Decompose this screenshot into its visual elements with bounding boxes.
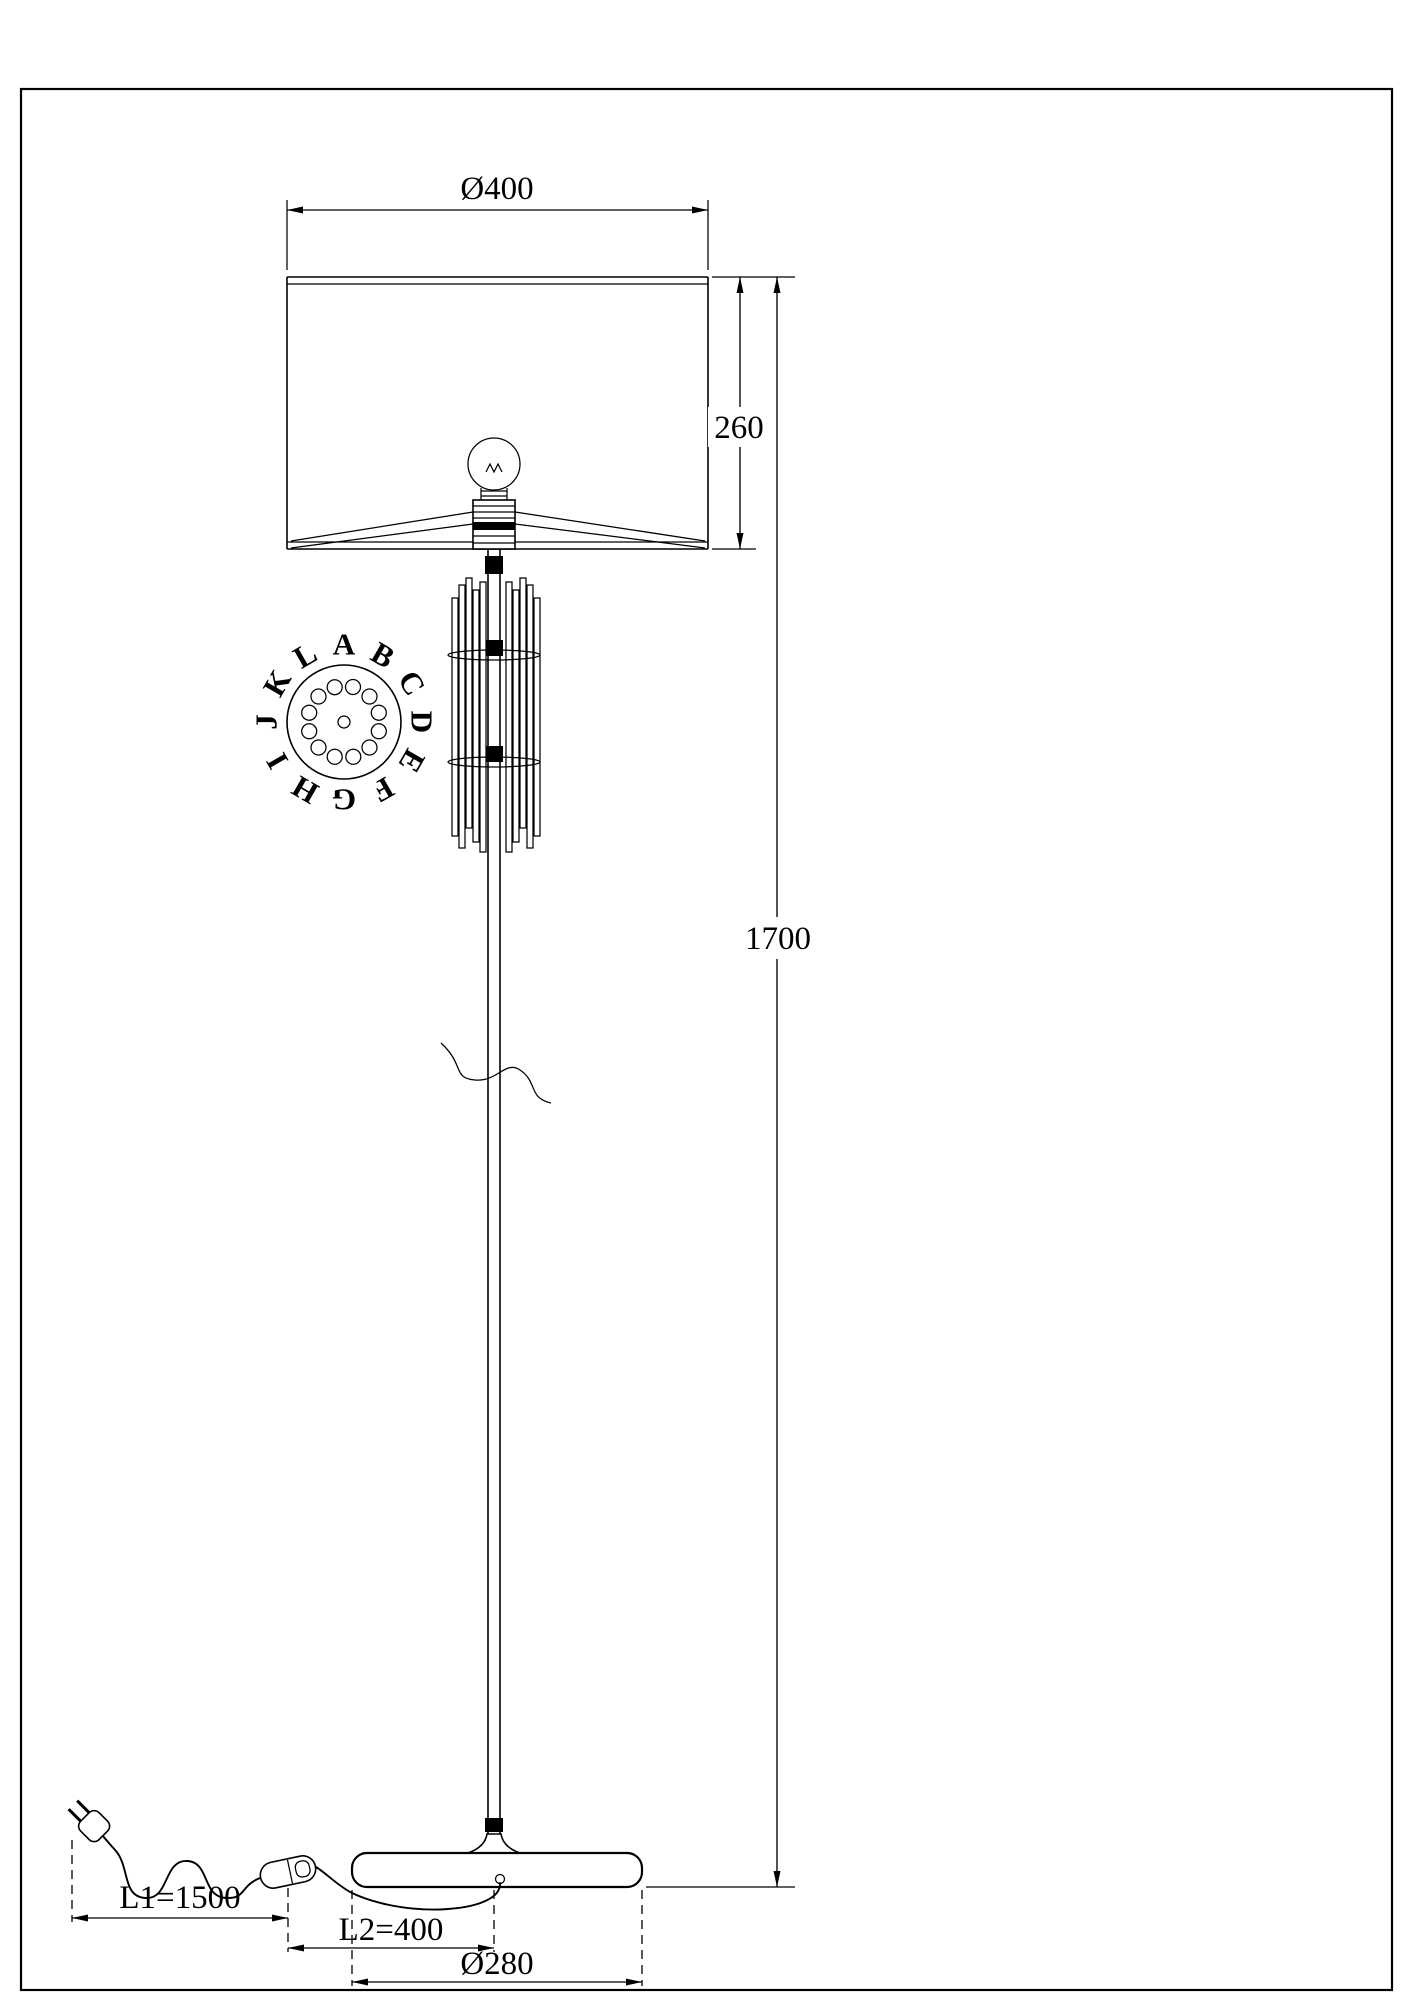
power-cord xyxy=(102,1835,261,1899)
dimension-total-height: 1700 xyxy=(646,277,820,1888)
inner-cord-squiggle xyxy=(440,1042,552,1104)
crystal-rod xyxy=(479,581,487,853)
dim-cord-length-label: L1=1500 xyxy=(119,1880,240,1916)
dim-shade-height-label: 260 xyxy=(714,410,764,446)
bulb-filament xyxy=(485,462,503,474)
power-plug xyxy=(67,1799,111,1843)
detail-letter: K xyxy=(256,664,298,702)
crystal-rod xyxy=(472,589,480,843)
dimension-shade-diameter: Ø400 xyxy=(286,171,709,270)
lamp-socket xyxy=(472,499,516,550)
detail-letter: B xyxy=(365,635,400,676)
power-cord xyxy=(315,1866,501,1911)
dim-total-height-label: 1700 xyxy=(745,921,811,957)
detail-letter: C xyxy=(391,665,433,702)
border-frame xyxy=(19,87,1394,1992)
dimension-base-diameter: Ø280 xyxy=(352,1946,642,1986)
detail-letter: A xyxy=(333,627,356,662)
base-plate xyxy=(350,1851,644,1889)
dim-switch-distance-label: L2=400 xyxy=(339,1912,444,1948)
detail-letter: H xyxy=(286,769,324,811)
crystal-rod xyxy=(465,577,473,829)
crystal-rod xyxy=(451,597,459,837)
crystal-rod xyxy=(512,589,520,843)
detail-letter: J xyxy=(249,714,284,730)
crystal-rod xyxy=(519,577,527,829)
base-flange xyxy=(467,1833,521,1854)
shade-spider xyxy=(290,511,706,549)
crystal-rod xyxy=(505,581,513,853)
lamp-base xyxy=(350,1833,644,1889)
crystal-rod xyxy=(533,597,541,837)
crystal-ornament xyxy=(447,577,541,853)
plug-prong xyxy=(76,1799,91,1814)
crystal-ring xyxy=(447,649,541,661)
plug-body xyxy=(77,1809,111,1843)
detail-letter: L xyxy=(287,635,322,676)
pole-band xyxy=(485,556,503,574)
detail-letter: E xyxy=(392,743,433,778)
detail-letter: G xyxy=(332,783,356,818)
crystal-rod xyxy=(526,584,534,849)
detail-letter: D xyxy=(405,711,440,733)
dimension-cord-length: L1=1500 xyxy=(72,1880,288,1922)
lamp-pole xyxy=(485,549,503,1836)
plug-prong xyxy=(67,1808,82,1823)
bulb-icon xyxy=(467,437,521,500)
dimension-switch-distance: L2=400 xyxy=(288,1912,494,1952)
dim-shade-diameter-label: Ø400 xyxy=(460,171,533,207)
dimension-shade-height: 260 xyxy=(708,276,795,550)
crystal-rod xyxy=(458,584,466,849)
dim-base-diameter-label: Ø280 xyxy=(460,1946,533,1982)
detail-letter: I xyxy=(259,747,295,775)
pole-band xyxy=(485,640,503,656)
crystal-ring xyxy=(447,756,541,768)
projection-lines xyxy=(71,1840,643,1986)
pole-band xyxy=(485,746,503,762)
pole-band xyxy=(485,1818,503,1832)
detail-letter: F xyxy=(366,770,400,810)
foot-switch xyxy=(259,1855,317,1889)
detail-view-circle: A B C D E F G H I J K L xyxy=(249,627,440,818)
